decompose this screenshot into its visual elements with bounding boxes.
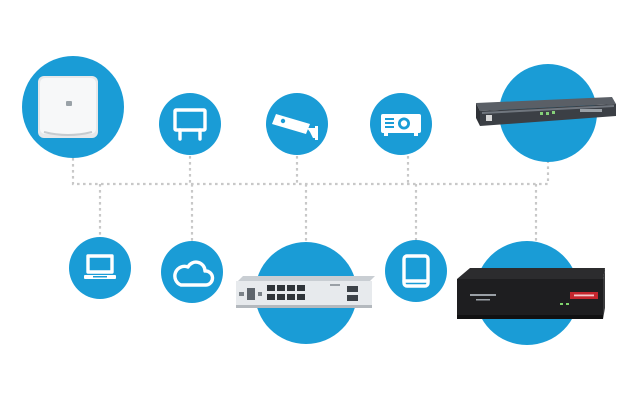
network-switch-icon bbox=[236, 276, 375, 308]
node-circle bbox=[385, 240, 447, 302]
node-circle bbox=[161, 241, 223, 303]
cloud-icon bbox=[173, 260, 215, 287]
billboard-display-icon bbox=[173, 108, 207, 141]
router-node bbox=[476, 64, 616, 162]
firewall-appliance-icon bbox=[457, 268, 605, 319]
laptop-icon bbox=[84, 254, 116, 279]
digital-signage-node bbox=[159, 93, 221, 155]
firewall-node bbox=[457, 241, 605, 345]
node-circle bbox=[159, 93, 221, 155]
projector-node bbox=[370, 93, 432, 155]
wireless-access-point-icon bbox=[38, 76, 98, 138]
connector-lines bbox=[71, 140, 550, 252]
security-camera-node bbox=[266, 93, 328, 155]
security-camera-icon bbox=[272, 114, 318, 140]
cloud-node bbox=[161, 241, 223, 303]
tablet-icon bbox=[402, 254, 430, 288]
router-appliance-icon bbox=[476, 97, 616, 126]
access-point-node bbox=[22, 56, 124, 158]
projector-icon bbox=[381, 114, 421, 136]
node-circle bbox=[69, 237, 131, 299]
laptop-node bbox=[69, 237, 131, 299]
switch-node bbox=[236, 242, 375, 344]
tablet-node bbox=[385, 240, 447, 302]
